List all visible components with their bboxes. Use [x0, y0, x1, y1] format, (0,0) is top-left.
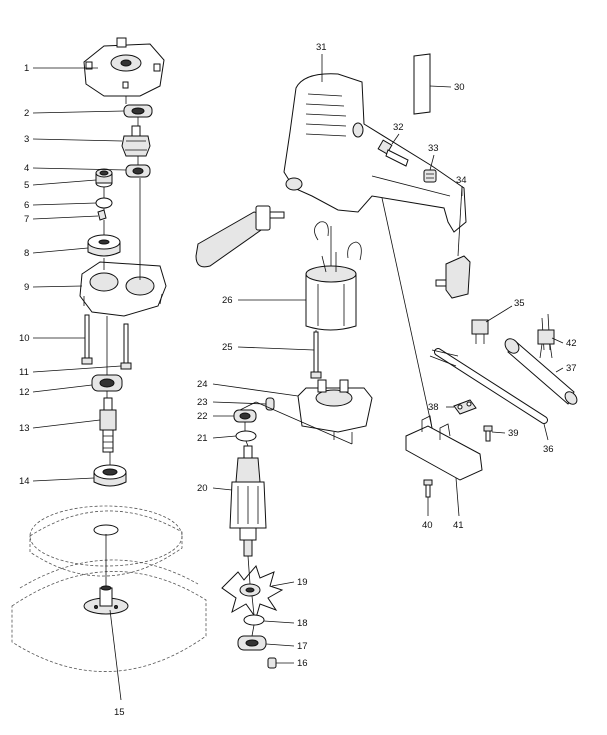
callout-30: 30	[454, 82, 465, 93]
callout-42: 42	[566, 338, 577, 349]
part-21-insulation-washer	[235, 430, 257, 442]
part-14-labyrinth-ring	[93, 464, 127, 487]
callout-32: 32	[393, 122, 404, 133]
callout-34: 34	[456, 175, 467, 186]
callout-36: 36	[543, 444, 554, 455]
callout-40: 40	[422, 520, 433, 531]
part-35-noise-suppressor	[471, 319, 489, 344]
callout-38: 38	[428, 402, 439, 413]
callout-37: 37	[566, 363, 577, 374]
callout-17: 17	[297, 641, 308, 652]
part-32-hex-bolt	[377, 139, 409, 167]
part-1-gear-housing-cover	[83, 37, 165, 97]
part-37-strain-relief	[504, 338, 578, 405]
part-6-retaining-ring	[95, 197, 113, 209]
part-19-fan	[221, 565, 284, 620]
callout-10: 10	[19, 333, 30, 344]
part-24-baffle-plate	[297, 379, 373, 433]
callout-22: 22	[197, 411, 208, 422]
part-15-polishing-pad	[11, 505, 207, 672]
callout-25: 25	[222, 342, 233, 353]
part-16-rubber-pin	[267, 657, 277, 669]
part-42-connector	[537, 313, 555, 359]
callout-12: 12	[19, 387, 30, 398]
part-41-rear-cover	[405, 415, 483, 481]
part-40-tapping-screw	[423, 479, 433, 498]
callout-39: 39	[508, 428, 519, 439]
part-31-motor-housing	[283, 73, 467, 233]
callout-20: 20	[197, 483, 208, 494]
callout-4: 4	[24, 163, 29, 174]
part-26-field-coil	[305, 221, 362, 331]
leader-lines	[32, 54, 564, 701]
callout-26: 26	[222, 295, 233, 306]
part-13-spindle	[99, 397, 117, 453]
callout-6: 6	[24, 200, 29, 211]
callout-33: 33	[428, 143, 439, 154]
part-33-cap	[423, 169, 437, 183]
part-34-switch	[435, 255, 471, 299]
callout-13: 13	[19, 423, 30, 434]
callout-23: 23	[197, 397, 208, 408]
part-9-gear-housing	[79, 261, 167, 317]
callout-19: 19	[297, 577, 308, 588]
part-12-ball-bearing	[91, 374, 123, 392]
part-4-ball-bearing	[125, 164, 151, 178]
callout-16: 16	[297, 658, 308, 669]
part-3-spiral-bevel-gear	[121, 125, 151, 157]
part-8-spiral-bevel-gear	[87, 234, 121, 257]
callout-2: 2	[24, 108, 29, 119]
callout-35: 35	[514, 298, 525, 309]
callout-18: 18	[297, 618, 308, 629]
part-10-pan-head-screw	[81, 314, 93, 365]
callout-labels: 1 2 3 4 5 6 7 8 9 10 11 12 13 14 15 16 1…	[19, 42, 577, 718]
part-22-ball-bearing	[233, 409, 257, 423]
part-38-cord-clamp	[453, 399, 477, 415]
side-handle	[195, 205, 285, 268]
callout-3: 3	[24, 134, 29, 145]
part-20-armature	[229, 445, 267, 557]
callout-11: 11	[19, 367, 29, 378]
callout-24: 24	[197, 379, 208, 390]
callout-31: 31	[316, 42, 327, 53]
part-39-tapping-screw	[483, 425, 493, 442]
callout-5: 5	[24, 180, 29, 191]
part-2-ball-bearing	[123, 104, 153, 118]
part-5-needle-bearing	[95, 168, 113, 188]
callout-14: 14	[19, 476, 30, 487]
part-7-woodruff-key	[97, 209, 107, 221]
part-11-pan-head-screw	[120, 323, 132, 370]
part-18-retaining-ring	[243, 614, 265, 626]
callout-21: 21	[197, 433, 208, 444]
part-17-ball-bearing	[237, 635, 267, 651]
part-25-pan-head-screw	[310, 331, 322, 379]
callout-8: 8	[24, 248, 29, 259]
callout-15: 15	[114, 707, 125, 718]
callout-7: 7	[24, 214, 29, 225]
assembly-guide-lines	[103, 96, 463, 637]
part-30-name-plate	[413, 53, 431, 115]
callout-9: 9	[24, 282, 29, 293]
callout-1: 1	[24, 63, 29, 74]
callout-41: 41	[453, 520, 464, 531]
